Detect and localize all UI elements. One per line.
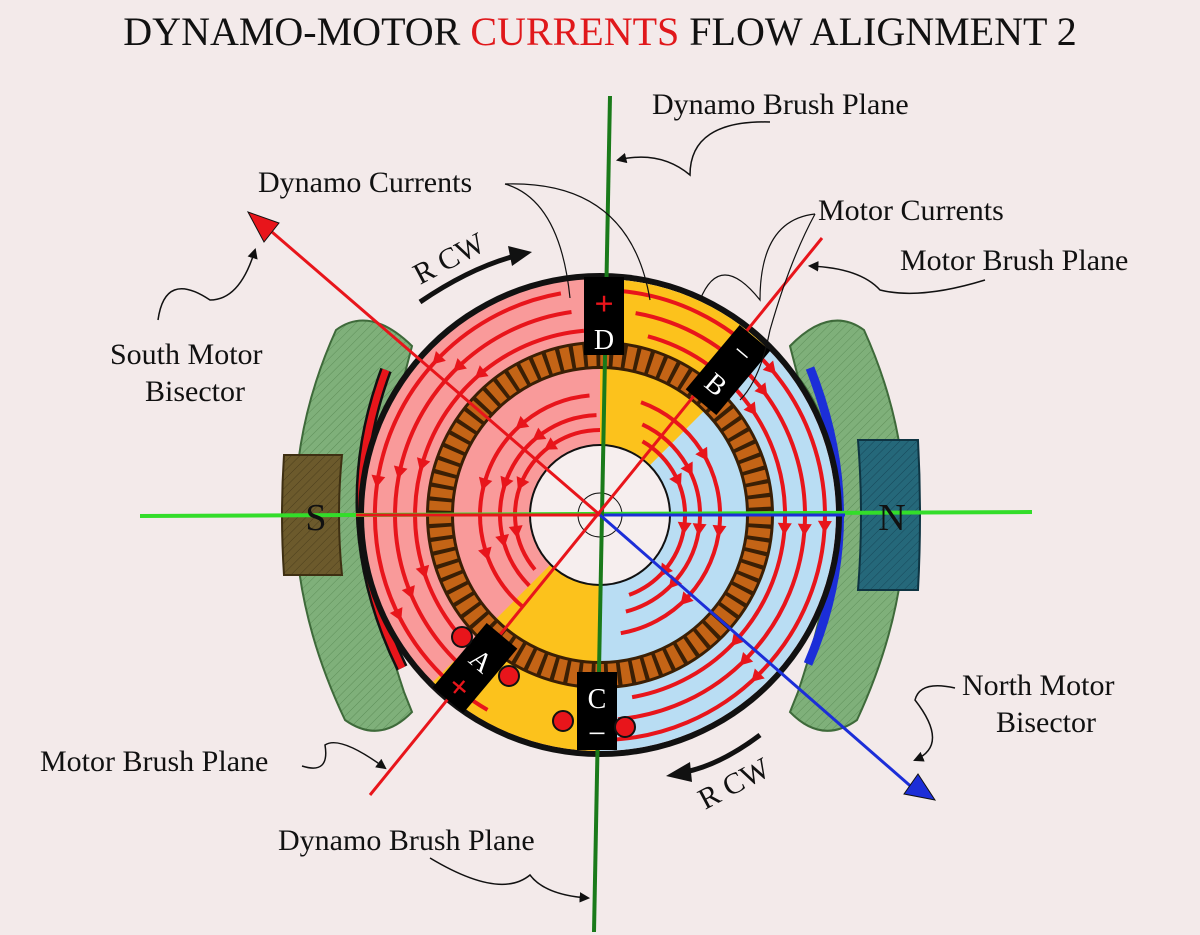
current-arrowhead	[677, 521, 692, 535]
current-arrowhead	[692, 523, 707, 536]
current-loop	[513, 428, 601, 571]
current-arrowhead	[508, 525, 523, 538]
label-dynamo-currents: Dynamo Currents	[258, 166, 472, 199]
current-arrowhead	[478, 546, 492, 561]
diagram-title: DYNAMO-MOTOR CURRENTS FLOW ALIGNMENT 2	[0, 8, 1200, 55]
leader-motor-currents-1	[699, 213, 816, 302]
current-arrowhead	[680, 461, 693, 476]
south-bisector-arrowhead	[246, 211, 280, 243]
leader-dynamo-brush-plane-top	[615, 121, 771, 177]
label-motor-currents: Motor Currents	[818, 194, 1004, 227]
current-arrowhead	[695, 446, 708, 461]
current-arrowhead	[453, 358, 467, 372]
leader-dynamo-currents-2	[504, 183, 651, 301]
label-north-motor-bisector-2: Bisector	[996, 706, 1096, 739]
label-dynamo-brush-plane-top: Dynamo Brush Plane	[652, 88, 909, 121]
label-north-motor-bisector-1: North Motor	[962, 669, 1115, 702]
leader-dynamo-brush-plane-bottom	[429, 857, 591, 903]
label-motor-brush-plane-left: Motor Brush Plane	[40, 745, 268, 778]
current-loop	[413, 328, 585, 659]
brush-c-sign: −	[588, 715, 606, 751]
south-pole-label: S	[305, 497, 326, 539]
current-arrowhead	[516, 476, 530, 490]
current-arrowhead	[797, 523, 812, 536]
current-arrowhead	[389, 607, 403, 621]
current-arrowhead	[739, 651, 754, 666]
current-arrowhead	[478, 476, 493, 491]
north-pole-label: N	[878, 497, 905, 539]
brush-d-sign: +	[594, 286, 613, 323]
current-arrowhead	[416, 457, 431, 471]
label-south-motor-bisector-2: Bisector	[145, 375, 245, 408]
brush-c: C −	[577, 672, 617, 751]
title-part-1: DYNAMO-MOTOR	[123, 9, 471, 54]
brush-b: − B	[685, 324, 771, 416]
current-arrowhead	[544, 437, 559, 450]
brush-d: + D	[584, 277, 624, 356]
current-arrowhead	[660, 562, 673, 577]
brush-c-letter: C	[588, 684, 607, 715]
south-field-magnet	[281, 319, 414, 732]
current-arrowhead	[532, 427, 547, 441]
rotation-arrow-bottom: R CW	[666, 732, 776, 816]
current-arrowhead	[680, 591, 694, 605]
north-motor-bisector-line	[599, 513, 916, 792]
current-arrowhead	[762, 360, 776, 375]
current-paths	[371, 288, 832, 742]
leader-dynamo-currents-1	[504, 183, 571, 299]
current-arrowhead	[712, 524, 727, 538]
current-arrowhead	[743, 401, 757, 416]
label-south-motor-bisector-1: South Motor	[110, 338, 263, 371]
rotation-label-bottom: R CW	[693, 751, 776, 816]
current-arrowhead	[393, 465, 408, 479]
current-arrowhead	[401, 585, 415, 599]
current-loop	[620, 400, 723, 636]
leader-north-motor-bisector	[913, 685, 956, 762]
current-arrowhead	[515, 415, 530, 429]
current-arrowhead	[474, 365, 489, 379]
leader-south-motor-bisector	[157, 247, 258, 321]
title-part-2: FLOW ALIGNMENT 2	[679, 9, 1077, 54]
current-arrowhead	[371, 474, 386, 488]
current-arrowhead	[495, 533, 509, 548]
leader-motor-brush-plane-right	[807, 261, 986, 295]
leader-motor-currents-2	[739, 213, 816, 401]
south-motor-bisector-line	[271, 230, 601, 517]
title-highlight: CURRENTS	[470, 9, 680, 54]
current-arrowhead	[415, 564, 430, 579]
current-arrowhead	[669, 472, 682, 487]
current-arrowhead	[777, 522, 792, 536]
label-dynamo-brush-plane-bottom: Dynamo Brush Plane	[278, 824, 535, 857]
current-arrowhead	[751, 668, 765, 682]
current-arrowhead	[754, 382, 768, 397]
current-arrowhead	[817, 520, 832, 533]
brush-d-letter: D	[594, 325, 614, 356]
current-arrowhead	[500, 475, 514, 490]
north-bisector-arrowhead	[903, 773, 937, 801]
dynamo-brush-plane-line	[592, 95, 612, 933]
leader-motor-brush-plane-left	[301, 741, 387, 770]
current-arrowhead	[432, 350, 446, 365]
label-motor-brush-plane-right: Motor Brush Plane	[900, 244, 1128, 277]
brush-contact-dots	[451, 626, 636, 738]
current-arrowhead	[731, 632, 745, 647]
motor-brush-plane-line	[368, 237, 824, 796]
